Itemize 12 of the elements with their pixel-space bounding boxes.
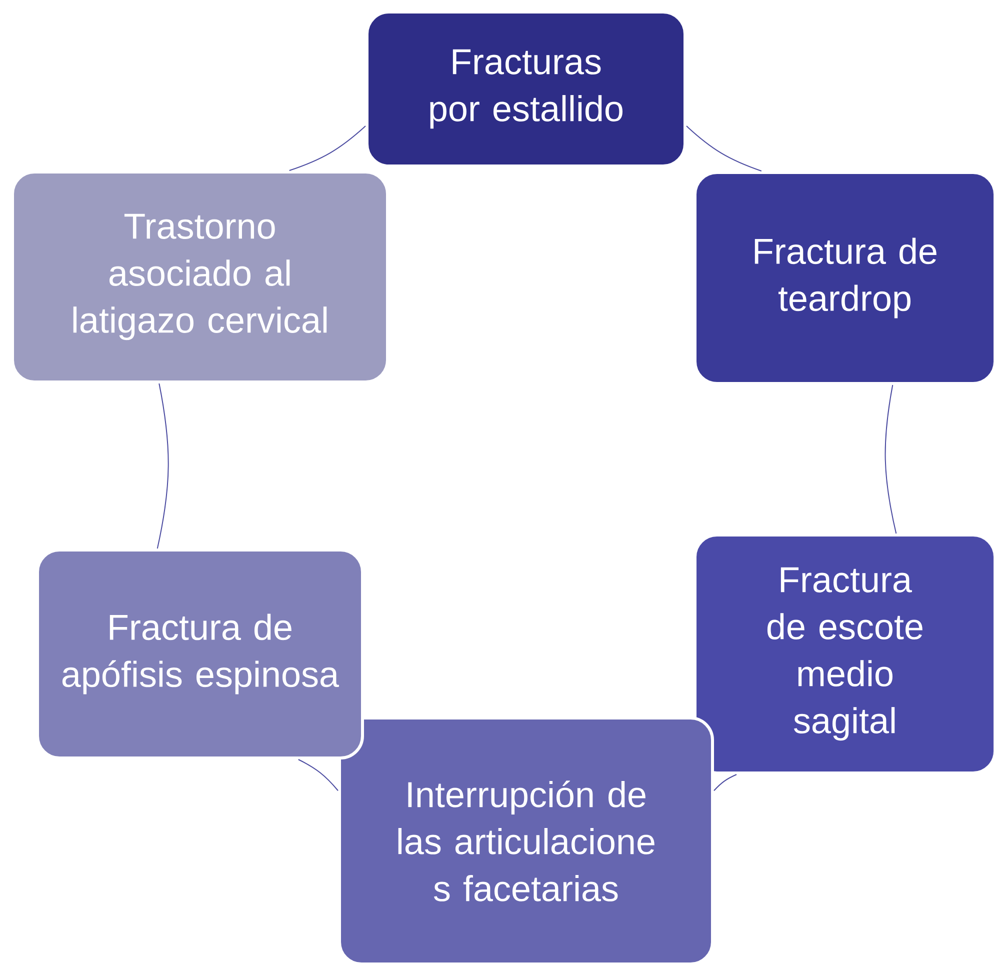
connector-arc — [156, 383, 169, 549]
process-box: Trastorno asociado al latigazo cervical — [11, 170, 389, 384]
connector-arc — [884, 384, 897, 534]
process-box: Interrupción de las articulacione s facetarias — [338, 716, 714, 964]
connector-arc — [714, 774, 737, 792]
process-box: Fractura de apófisis espinosa — [36, 548, 364, 760]
process-box: Fractura de escote medio sagital — [694, 534, 994, 774]
process-box: Fractura de teardrop — [694, 171, 994, 385]
connector-arc — [288, 126, 366, 171]
process-box: Fracturas por estallido — [366, 10, 686, 168]
connector-arc — [298, 759, 338, 792]
connector-arc — [686, 126, 762, 172]
